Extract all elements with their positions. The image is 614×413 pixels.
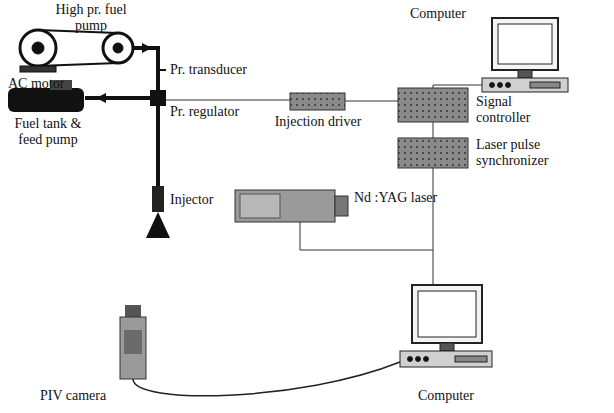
component-label: PIV camera	[40, 388, 106, 404]
computer-bottom	[400, 285, 492, 367]
laser-synchronizer	[398, 138, 468, 168]
fuel-line	[85, 43, 166, 186]
piv-camera	[120, 305, 400, 396]
component-label: AC motor	[8, 76, 64, 92]
computer-top	[482, 18, 568, 92]
component-label: Injection driver	[268, 114, 368, 130]
component-label: Pr. regulator	[170, 104, 239, 120]
component-label: Fuel tank & feed pump	[6, 116, 90, 148]
signal-controller	[398, 88, 468, 122]
injector	[146, 186, 170, 238]
component-label: Laser pulse synchronizer	[476, 137, 568, 169]
component-label: Computer	[410, 6, 466, 22]
component-label: High pr. fuel pump	[50, 2, 132, 34]
laser	[235, 190, 348, 222]
component-label: Pr. transducer	[170, 62, 247, 78]
motor-pump	[20, 30, 133, 72]
injection-driver	[290, 93, 345, 110]
component-label: Injector	[170, 192, 214, 208]
signal-wires	[166, 85, 482, 285]
component-label: Nd :YAG laser	[354, 190, 437, 206]
component-label: Computer	[418, 388, 474, 404]
component-label: Signal controller	[476, 94, 556, 126]
